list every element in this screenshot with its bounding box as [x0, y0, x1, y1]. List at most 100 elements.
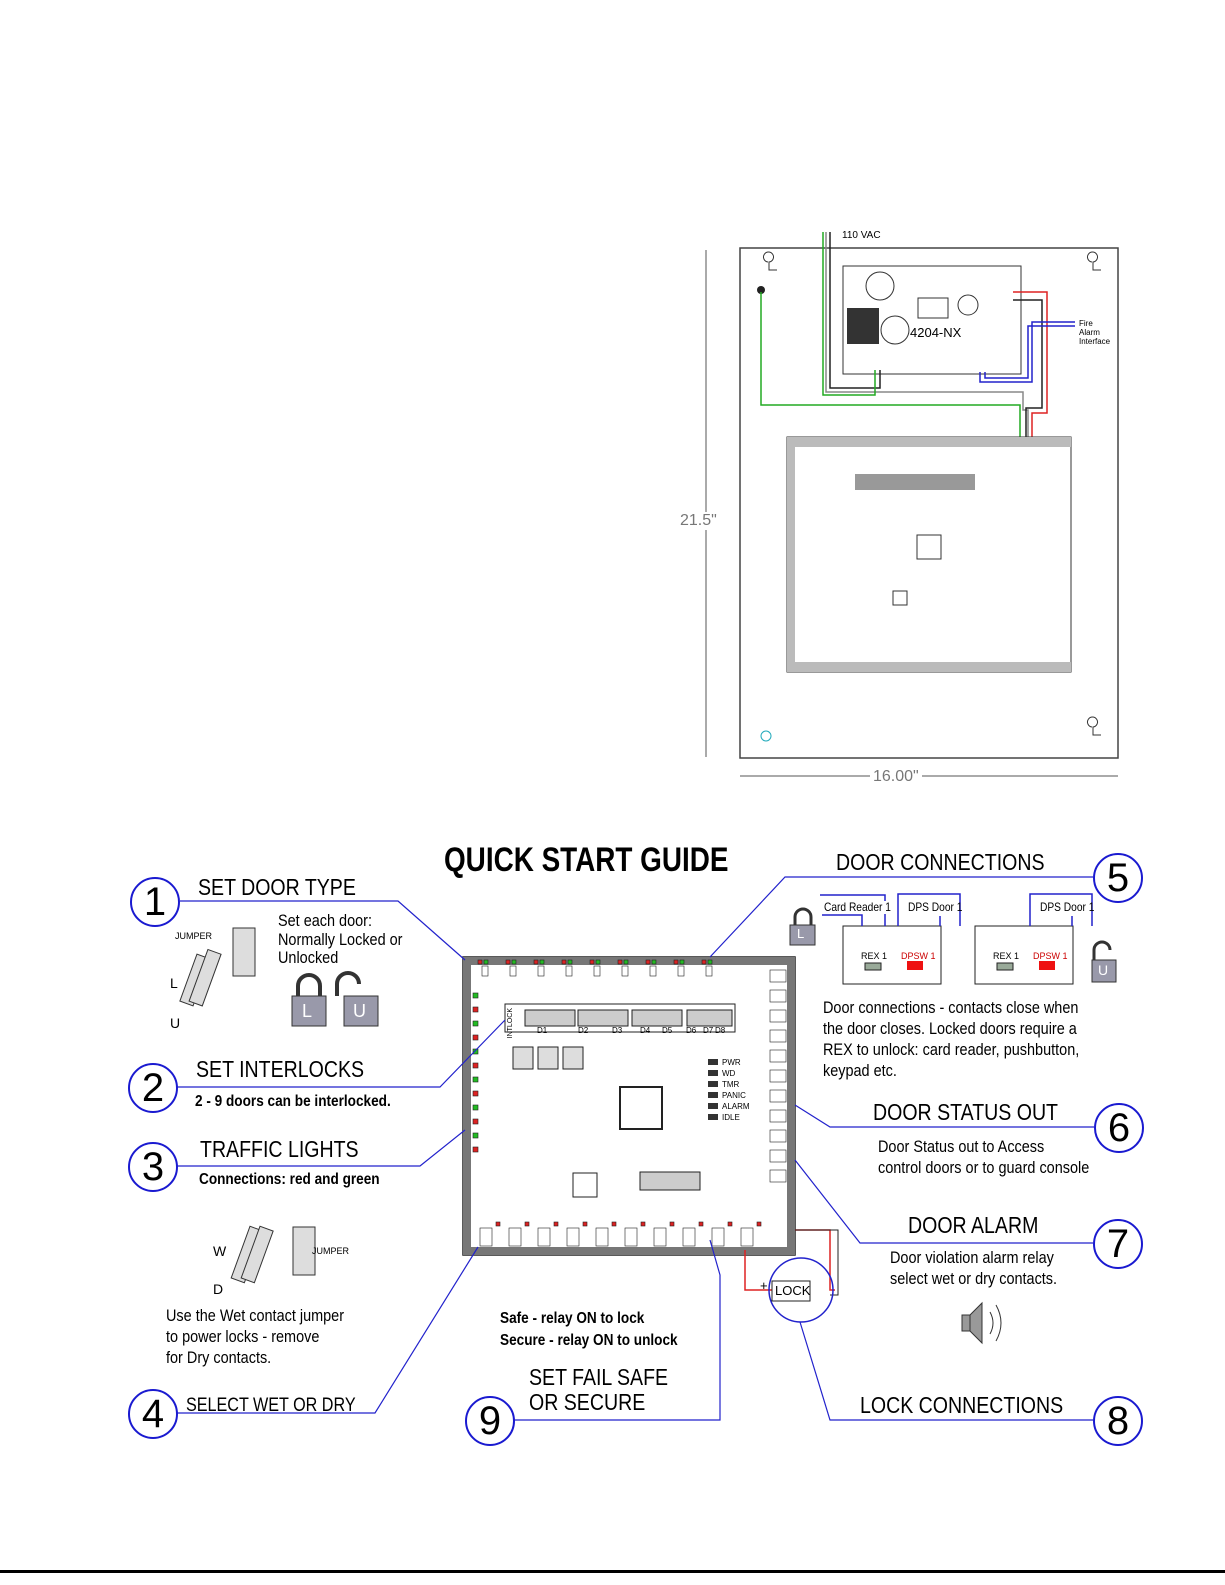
lock-relay: [653, 1227, 667, 1247]
jumper-label-1: JUMPER: [175, 931, 213, 941]
led-tmr: TMR: [708, 1080, 750, 1089]
led-pwr: PWR: [708, 1058, 750, 1067]
power-label: 110 VAC: [842, 230, 881, 241]
jumper-label-2: JUMPER: [312, 1246, 350, 1256]
step-6-number: 6: [1094, 1103, 1144, 1153]
step-1-desc: Set each door: Normally Locked or Unlock…: [278, 911, 403, 968]
step-4-desc-1: Use the Wet contact jumper: [166, 1306, 345, 1325]
step-5-desc-2: the door closes. Locked doors require a: [823, 1019, 1077, 1038]
dip-d6: D6: [686, 1026, 697, 1035]
page-bottom-rule: [0, 1570, 1225, 1573]
indicator-led: [472, 1048, 479, 1055]
lock-relay: [595, 1227, 609, 1247]
top-terminal: [509, 965, 517, 977]
led-label: IDLE: [722, 1113, 740, 1122]
indicator-led: [698, 1221, 704, 1227]
step-7-number: 7: [1093, 1219, 1143, 1269]
led-label: PWR: [722, 1058, 741, 1067]
indicator-led: [756, 1221, 762, 1227]
indicator-led: [595, 959, 601, 965]
led-label: WD: [722, 1069, 736, 1078]
relay-output: [769, 1129, 787, 1143]
step-7-desc-2: select wet or dry contacts.: [890, 1269, 1058, 1288]
rex-label-2: REX 1: [993, 951, 1020, 961]
step-5-desc-1: Door connections - contacts close when: [823, 998, 1079, 1017]
lock-relay: [682, 1227, 696, 1247]
guide-title: QUICK START GUIDE: [444, 841, 729, 879]
indicator-led: [511, 959, 517, 965]
lock-relay: [479, 1227, 493, 1247]
door-lock-u: U: [1098, 962, 1109, 978]
dps-label-1: DPS Door 1: [908, 900, 963, 914]
step-4-number: 4: [128, 1389, 178, 1439]
indicator-led: [472, 1104, 479, 1111]
step-2-desc: 2 - 9 doors can be interlocked.: [195, 1093, 391, 1110]
step-4-desc-2: to power locks - remove: [166, 1327, 320, 1346]
lock-relay: [711, 1227, 725, 1247]
step-9-desc-1: Safe - relay ON to lock: [500, 1310, 645, 1327]
indicator-led: [472, 1006, 479, 1013]
indicator-led: [472, 1090, 479, 1097]
indicator-led: [679, 959, 685, 965]
lock-circle: [768, 1257, 834, 1323]
controller-board: [462, 956, 796, 1256]
step-4-title: SELECT WET OR DRY: [186, 1395, 356, 1416]
indicator-led: [707, 959, 713, 965]
indicator-led: [472, 992, 479, 999]
top-terminal: [481, 965, 489, 977]
terminal-block-locked: [842, 925, 942, 985]
dpsw-label-2: DPSW 1: [1033, 951, 1068, 961]
led-label: TMR: [722, 1080, 740, 1089]
top-terminal: [565, 965, 573, 977]
top-terminal: [593, 965, 601, 977]
indicator-led: [623, 959, 629, 965]
led-panic: PANIC: [708, 1091, 750, 1100]
indicator-led: [561, 959, 567, 965]
lock-label: LOCK: [775, 1283, 811, 1298]
indicator-led: [645, 959, 651, 965]
relay-output: [769, 1069, 787, 1083]
step-9-title-2: OR SECURE: [529, 1389, 646, 1415]
indicator-led: [727, 1221, 733, 1227]
relay-output: [769, 969, 787, 983]
lock-relay: [624, 1227, 638, 1247]
step-6-title: DOOR STATUS OUT: [873, 1099, 1059, 1125]
indicator-led: [651, 959, 657, 965]
relay-output: [769, 1089, 787, 1103]
lock-relay: [566, 1227, 580, 1247]
indicator-led: [495, 1221, 501, 1227]
height-dimension: 21.5": [680, 512, 717, 530]
indicator-led: [472, 1034, 479, 1041]
led-wd: WD: [708, 1069, 750, 1078]
indicator-led: [477, 959, 483, 965]
card-reader-label: Card Reader 1: [824, 900, 891, 915]
indicator-led: [524, 1221, 530, 1227]
indicator-led: [589, 959, 595, 965]
step-6-desc-2: control doors or to guard console: [878, 1158, 1090, 1177]
indicator-led: [617, 959, 623, 965]
indicator-led: [472, 1118, 479, 1125]
indicator-led: [505, 959, 511, 965]
indicator-led: [533, 959, 539, 965]
indicator-led: [472, 1062, 479, 1069]
dip-d7: D7: [703, 1026, 714, 1035]
step-1-number: 1: [130, 877, 180, 927]
indicator-led: [472, 1076, 479, 1083]
indicator-led: [472, 1132, 479, 1139]
lock-plus: +: [760, 1278, 768, 1293]
enclosure-outline: [739, 247, 1119, 759]
top-terminal: [621, 965, 629, 977]
step-5-number: 5: [1093, 853, 1143, 903]
step-5-desc-4: keypad etc.: [823, 1061, 897, 1080]
width-dimension: 16.00": [870, 768, 922, 786]
dip-d2: D2: [578, 1026, 589, 1035]
controller-board-top: [786, 436, 1072, 673]
relay-output: [769, 1149, 787, 1163]
step-8-number: 8: [1093, 1396, 1143, 1446]
door-lock-l: L: [797, 926, 805, 941]
indicator-led: [701, 959, 707, 965]
step-5-desc-3: REX to unlock: card reader, pushbutton,: [823, 1040, 1080, 1059]
rex-label-1: REX 1: [861, 951, 888, 961]
